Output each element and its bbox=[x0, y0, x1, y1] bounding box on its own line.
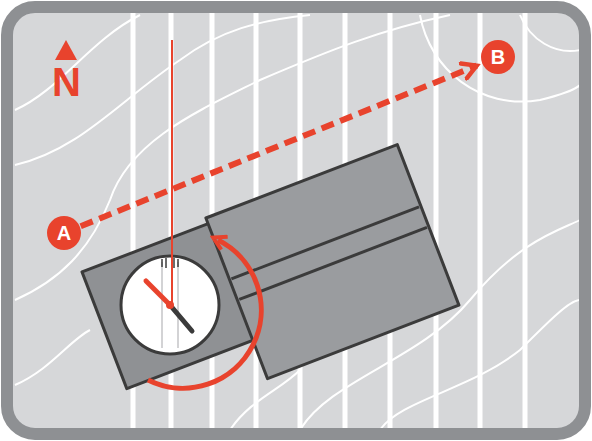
north-triangle bbox=[55, 40, 77, 60]
needle-south bbox=[170, 305, 192, 331]
map-frame bbox=[7, 7, 585, 434]
north-label: N bbox=[52, 62, 81, 102]
map-content bbox=[15, 13, 579, 428]
compass-baseplate bbox=[80, 145, 459, 427]
grid-lines bbox=[133, 13, 525, 428]
rotate-arrow bbox=[148, 240, 261, 388]
direction-line bbox=[171, 40, 173, 302]
needle-north bbox=[146, 281, 170, 305]
waypoint-letter: B bbox=[491, 47, 505, 67]
waypoint-marker: A bbox=[47, 216, 81, 250]
contour-lines bbox=[15, 15, 579, 428]
waypoint-marker: B bbox=[481, 40, 515, 74]
compass-housing bbox=[121, 40, 219, 354]
route-arrow bbox=[81, 66, 477, 227]
waypoint-letter: A bbox=[57, 223, 71, 243]
